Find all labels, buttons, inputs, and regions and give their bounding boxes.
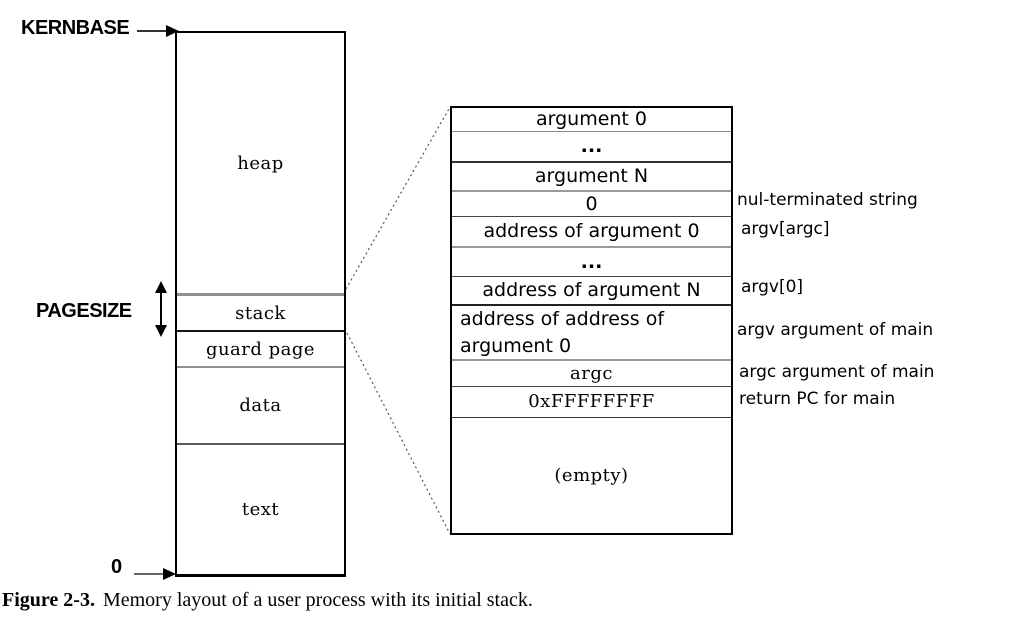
pagesize-double-arrow: [155, 281, 167, 337]
stack-row-nul-zero: 0: [452, 190, 731, 216]
memory-region-data: data: [177, 366, 344, 443]
kernbase-arrow: [137, 25, 179, 37]
memory-region-guard-page: guard page: [177, 330, 344, 366]
zero-address-label: 0: [111, 556, 122, 578]
stack-row-ellipsis-addresses: ...: [452, 246, 731, 276]
stack-row-address-of-address-label: address of address of argument 0: [460, 307, 665, 357]
annotation-nul-terminated-string: nul-terminated string: [737, 190, 918, 210]
figure-caption-number: Figure 2-3.: [2, 589, 95, 611]
zoom-connector-bottom-line: [346, 332, 451, 535]
figure-caption: Figure 2-3. Memory layout of a user proce…: [2, 589, 533, 612]
memory-region-heap: heap: [237, 152, 284, 174]
annotation-argv-argc: argv[argc]: [741, 219, 830, 239]
stack-row-argc: argc: [452, 359, 731, 386]
annotation-argv-0: argv[0]: [741, 277, 804, 297]
stack-row-address-of-argument-0: address of argument 0: [452, 216, 731, 246]
kernbase-label: KERNBASE: [21, 17, 130, 39]
annotation-argc-argument-of-main: argc argument of main: [739, 362, 935, 382]
stack-row-ellipsis-args: ...: [452, 131, 731, 161]
process-memory-box: heap stack guard page data text: [175, 31, 346, 577]
stack-row-argument-n: argument N: [452, 161, 731, 190]
stack-row-return-pc: 0xFFFFFFFF: [452, 386, 731, 417]
stack-row-address-of-address: address of address of argument 0: [452, 304, 731, 359]
stack-row-argument-0: argument 0: [535, 108, 648, 131]
annotation-argv-argument-of-main: argv argument of main: [737, 320, 934, 340]
zero-arrow: [134, 568, 176, 580]
pagesize-label: PAGESIZE: [36, 300, 132, 322]
stack-row-address-of-argument-n: address of argument N: [452, 276, 731, 304]
initial-stack-box: argument 0 ... argument N 0 address of a…: [450, 106, 733, 535]
annotation-return-pc-for-main: return PC for main: [739, 389, 896, 409]
memory-region-stack: stack: [177, 293, 344, 330]
memory-region-text: text: [177, 443, 344, 574]
stack-row-empty: (empty): [452, 417, 731, 533]
zoom-connector-top-line: [345, 106, 451, 290]
figure-caption-text: Memory layout of a user process with its…: [102, 589, 533, 611]
